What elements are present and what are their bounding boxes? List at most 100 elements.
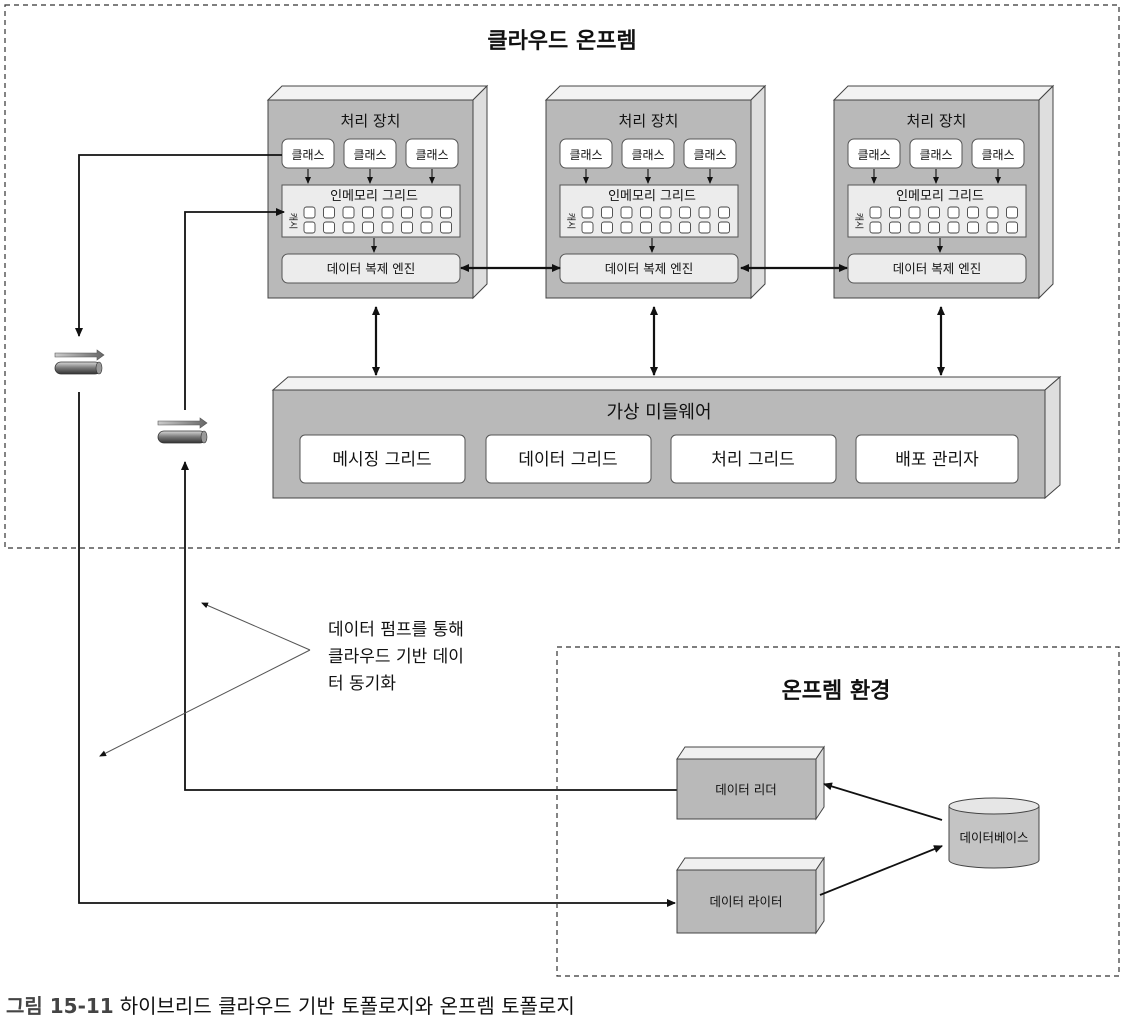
reader-path-upper <box>184 208 285 410</box>
class-box <box>281 138 335 169</box>
data-pump-writer <box>54 349 105 375</box>
class-label: 클래스 <box>693 148 726 162</box>
data-replication-engine-label: 데이터 복제 엔진 <box>605 261 693 276</box>
cache-cell <box>1006 206 1018 219</box>
class-label: 클래스 <box>981 148 1014 162</box>
class-label: 클래스 <box>919 148 952 162</box>
cache-cell <box>1006 221 1018 234</box>
cache-cell <box>381 221 394 234</box>
processing-unit-title: 처리 장치 <box>341 112 401 130</box>
processing-grid-label: 처리 그리드 <box>711 450 795 470</box>
cache-cell <box>323 206 335 219</box>
cache-cell <box>620 206 633 219</box>
figure-caption-text: 하이브리드 클라우드 기반 토폴로지와 온프렘 토폴로지 <box>119 994 575 1018</box>
cache-cell <box>679 221 691 234</box>
virtual-middleware: 가상 미들웨어 메시징 그리드 데이터 그리드 처리 그리드 배포 관리자 <box>271 375 1062 500</box>
class-label: 클래스 <box>857 148 890 162</box>
data-replication-engine <box>847 253 1027 284</box>
class-label: 클래스 <box>631 148 664 162</box>
figure-number: 그림 15-11 <box>6 994 114 1018</box>
processing-grid-box <box>670 434 837 484</box>
cache-cell <box>947 221 960 234</box>
cache-cell <box>620 221 633 234</box>
cache-cell <box>581 221 594 234</box>
cache-cell <box>420 206 433 219</box>
cache-cell <box>303 206 316 219</box>
cache-cell <box>440 221 452 234</box>
cache-cell <box>381 206 394 219</box>
cache-cell <box>581 206 594 219</box>
class-box <box>343 138 397 169</box>
data-grid-box <box>485 434 652 484</box>
class-box <box>971 138 1025 169</box>
data-pump-reader <box>157 417 208 444</box>
class-box <box>847 138 901 169</box>
class-label: 클래스 <box>569 148 602 162</box>
in-memory-grid-label: 인메모리 그리드 <box>330 189 418 204</box>
class-label: 클래스 <box>353 148 386 162</box>
data-reader: 데이터 리더 <box>676 745 825 821</box>
writer-path-lower <box>78 392 676 907</box>
cache-cell <box>362 206 374 219</box>
db-to-reader-arrow <box>823 782 943 821</box>
in-memory-grid-label: 인메모리 그리드 <box>896 189 984 204</box>
processing-unit-title: 처리 장치 <box>907 112 967 130</box>
writer-path-upper <box>75 154 282 337</box>
data-replication-engine-label: 데이터 복제 엔진 <box>893 261 981 276</box>
class-box <box>683 138 737 169</box>
data-replication-engine-label: 데이터 복제 엔진 <box>327 261 415 276</box>
database: 데이터베이스 <box>948 797 1040 869</box>
cache-cell <box>303 221 316 234</box>
cache-label: 캐시 <box>853 213 864 230</box>
cache-cell <box>889 221 901 234</box>
cache-cell <box>659 206 672 219</box>
class-box <box>909 138 963 169</box>
data-reader-label: 데이터 리더 <box>715 782 776 797</box>
cache-cell <box>718 221 730 234</box>
messaging-grid-box <box>299 434 466 484</box>
cache-cell <box>440 206 452 219</box>
cache-cell <box>908 221 921 234</box>
cache-cell <box>323 221 335 234</box>
cache-cell <box>986 206 999 219</box>
onprem-title: 온프렘 환경 <box>782 679 891 704</box>
cache-cell <box>889 206 901 219</box>
cache-cell <box>342 206 355 219</box>
cache-cell <box>986 221 999 234</box>
data-writer-label: 데이터 라이터 <box>710 894 783 909</box>
reader-path-lower <box>181 461 677 791</box>
cache-cell <box>601 221 613 234</box>
cache-cell <box>928 221 940 234</box>
cache-cell <box>342 221 355 234</box>
cache-cell <box>967 206 979 219</box>
cache-cell <box>401 206 413 219</box>
note-callout-lower <box>99 649 311 757</box>
cache-cell <box>698 221 711 234</box>
cache-cell <box>659 221 672 234</box>
onprem-boundary <box>556 646 1120 977</box>
note-line-3: 터 동기화 <box>328 674 396 694</box>
cloud-title: 클라우드 온프렘 <box>487 29 636 54</box>
cache-label: 캐시 <box>287 213 298 230</box>
cache-cell <box>718 206 730 219</box>
cache-cell <box>679 206 691 219</box>
cache-cell <box>967 221 979 234</box>
cache-cell <box>601 206 613 219</box>
cache-cell <box>698 206 711 219</box>
note-line-2: 클라우드 기반 데이 <box>328 647 464 667</box>
class-box <box>405 138 459 169</box>
deployment-manager-box <box>855 434 1019 484</box>
processing-unit-title: 처리 장치 <box>619 112 679 130</box>
class-box <box>559 138 613 169</box>
cache-cell <box>401 221 413 234</box>
class-box <box>621 138 675 169</box>
data-writer: 데이터 라이터 <box>676 856 825 935</box>
cache-cell <box>640 206 652 219</box>
cache-cell <box>420 221 433 234</box>
cache-cell <box>908 206 921 219</box>
cache-cell <box>947 206 960 219</box>
